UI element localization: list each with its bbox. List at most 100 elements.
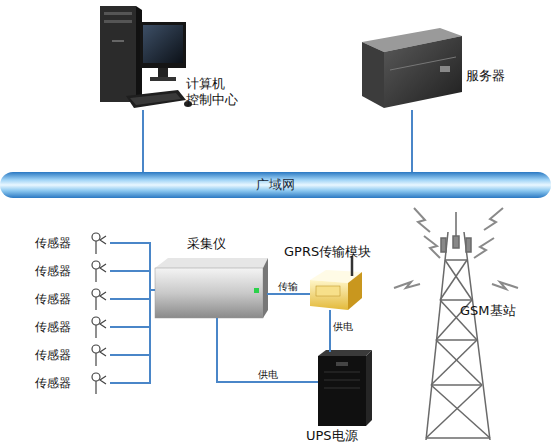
- node-label: GPRS传输模块: [284, 244, 371, 260]
- sensor-node: 传感器: [35, 232, 110, 254]
- gprs-module-illustration: [348, 272, 362, 310]
- gsm-tower-illustration: [426, 385, 482, 438]
- sensor-icons: [100, 320, 106, 328]
- gsm-tower-illustration: [431, 340, 477, 385]
- gsm-tower-illustration: [455, 212, 457, 236]
- sensor-icons: [95, 325, 96, 338]
- connector-line: [267, 293, 310, 295]
- connector-line: [110, 271, 155, 290]
- computer-illustration: [112, 40, 124, 42]
- gprs-module-illustration: [310, 256, 362, 310]
- sensor-icons: [95, 269, 96, 282]
- gprs-module-illustration: [310, 280, 348, 310]
- server-illustration: [362, 28, 462, 108]
- computer-illustration: [150, 77, 176, 81]
- sensor-icons: [95, 241, 96, 254]
- server-illustration: [362, 42, 384, 108]
- ups-illustration: [324, 388, 360, 389]
- server-node: 服务器: [360, 28, 464, 110]
- sensor-node: 传感器: [35, 344, 110, 366]
- collector-illustration: [155, 258, 268, 318]
- connector-line: [110, 290, 155, 299]
- gsm-tower-illustration: [484, 208, 503, 230]
- gsm-tower-illustration: [441, 238, 446, 252]
- gsm-tower-illustration: [431, 384, 482, 386]
- ups-illustration: [324, 372, 360, 373]
- connector-line: [411, 110, 413, 172]
- gsm-tower-illustration: [453, 236, 459, 248]
- connector-label: 传输: [278, 281, 298, 293]
- node-label: 采集仪: [187, 236, 226, 252]
- gsm-station-node: GSM基站: [420, 225, 508, 440]
- network-band: 广域网: [0, 172, 551, 198]
- collector-illustration: [263, 258, 268, 318]
- sensor-node: 传感器: [35, 260, 110, 282]
- sensor-icons: [92, 317, 100, 325]
- sensor-icons: [95, 381, 96, 394]
- ups-illustration: [318, 356, 366, 426]
- sensor-icons: [100, 376, 106, 384]
- sensor-icons: [92, 373, 100, 381]
- computer-illustration: [140, 22, 186, 68]
- computer-illustration: [143, 25, 183, 63]
- node-label: GSM基站: [460, 303, 516, 319]
- node-label: 服务器: [466, 68, 505, 84]
- gsm-tower-illustration: [445, 259, 467, 261]
- ups-illustration: [366, 350, 372, 426]
- connector-line: [110, 243, 155, 290]
- connector-line: [217, 318, 318, 382]
- sensor-icons: [95, 353, 96, 366]
- sensor-icons: [92, 261, 100, 269]
- node-label: 传感器: [35, 235, 71, 251]
- sensor-icons: [100, 292, 106, 300]
- ups-illustration: [336, 362, 348, 366]
- computer-illustration: [100, 6, 192, 108]
- node-label: UPS电源: [306, 428, 358, 444]
- sensor-icons: [92, 345, 100, 353]
- node-label: 传感器: [35, 375, 71, 391]
- sensor-node: 传感器: [35, 316, 110, 338]
- sensor-icons: [92, 233, 106, 394]
- sensor-icons: [100, 236, 106, 244]
- gsm-tower-illustration: [394, 208, 518, 440]
- gsm-tower-illustration: [426, 437, 490, 439]
- computer-illustration: [104, 20, 132, 23]
- computer-node: 计算机 控制中心: [98, 4, 188, 110]
- sensor-node: 传感器: [35, 372, 110, 394]
- connector-line: [329, 310, 331, 352]
- computer-illustration: [126, 90, 186, 108]
- connector-line: [110, 290, 155, 327]
- computer-illustration: [130, 93, 181, 105]
- gprs-module-node: GPRS传输模块: [310, 270, 362, 310]
- gprs-module-illustration: [316, 286, 340, 296]
- gsm-tower-illustration: [426, 232, 448, 440]
- node-label: 计算机 控制中心: [186, 76, 242, 108]
- computer-illustration: [158, 68, 168, 78]
- gsm-tower-illustration: [424, 236, 440, 258]
- server-illustration: [440, 66, 450, 72]
- computer-illustration: [104, 12, 132, 15]
- server-illustration: [384, 36, 462, 108]
- collector-illustration: [254, 288, 259, 293]
- node-label: 传感器: [35, 291, 71, 307]
- collector-node: 采集仪: [155, 260, 267, 318]
- gsm-tower-illustration: [440, 299, 472, 301]
- sensor-node: 传感器: [35, 288, 110, 310]
- gsm-tower-illustration: [464, 232, 490, 440]
- gsm-tower-illustration: [466, 238, 471, 252]
- sensor-icons: [92, 289, 100, 297]
- gsm-tower-illustration: [440, 260, 467, 300]
- gsm-tower-illustration: [474, 238, 494, 258]
- ups-illustration: [318, 350, 372, 426]
- gsm-tower-illustration: [436, 339, 477, 341]
- gsm-tower-illustration: [431, 385, 490, 438]
- collector-illustration: [155, 268, 263, 318]
- connector-line: [142, 110, 144, 172]
- node-label: 广域网: [0, 177, 551, 193]
- node-label: 传感器: [35, 319, 71, 335]
- sensor-icons: [92, 233, 100, 241]
- connector-label: 供电: [258, 369, 278, 381]
- gsm-tower-illustration: [492, 282, 518, 289]
- gsm-tower-illustration: [445, 260, 472, 300]
